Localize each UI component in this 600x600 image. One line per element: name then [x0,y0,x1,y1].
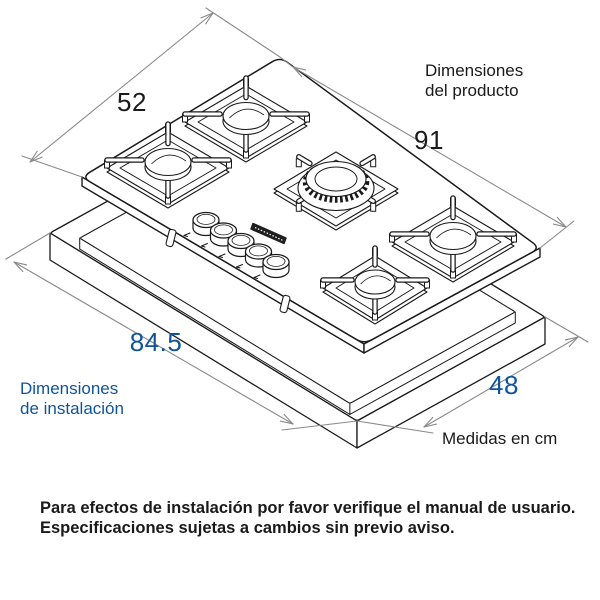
control-knobs [183,211,290,279]
mounting-clip [279,294,291,314]
center-wok-burner [273,151,399,231]
dim-installation-depth: 48 [489,370,519,400]
dim-installation-length: 84.5 [129,327,183,357]
burner [182,75,310,163]
dim-product-length: 91 [414,125,444,155]
installation-dimensions-label-line2: de instalación [20,398,124,418]
brand-strip [250,222,287,245]
installation-dimensions-label: Dimensiones de instalación [20,379,124,418]
burner [320,245,430,325]
footer-disclaimer-line2: Especificaciones sujetas a cambios sin p… [40,519,455,537]
installation-dimensions-label-line1: Dimensiones [20,379,119,398]
product-dimensions-label-line2: del producto [425,80,519,100]
units-note: Medidas en cm [442,429,558,448]
product-dimensions-label-line1: Dimensiones [425,61,524,80]
product-dimensions-label: Dimensiones del producto [425,61,523,100]
footer-disclaimer-line1: Para efectos de instalación por favor ve… [40,499,576,517]
dimension-lines [5,7,589,434]
knob [253,253,290,279]
burner [389,195,517,283]
mounting-clip [165,228,177,248]
burner [104,121,232,209]
dim-product-width: 52 [117,87,147,117]
